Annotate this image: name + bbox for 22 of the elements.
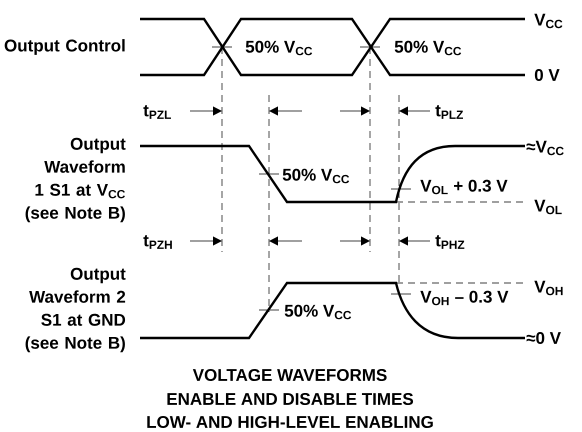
signal-label: V$_{OH}$ – 0.3 V [420, 290, 508, 306]
signal-label: ≈0 V [526, 332, 561, 344]
waveform-name: Output Control [4, 39, 125, 55]
waveform-name: Output Waveform 2 S1 at GND (see Note B) [26, 268, 126, 352]
signal-label: V$_{CC}$ [534, 14, 562, 28]
caption: VOLTAGE WAVEFORMS [192, 368, 387, 382]
signal-label: V$_{OL}$ [534, 200, 562, 214]
signal-label: 50% V$_{CC}$ [284, 304, 352, 320]
signal-label: t$_{PLZ}$ [435, 105, 463, 119]
caption: LOW- AND HIGH-LEVEL ENABLING [147, 416, 433, 428]
signal-label: t$_{PHZ}$ [435, 235, 464, 249]
signal-label: V$_{OL}$ + 0.3 V [420, 180, 508, 194]
signal-label: 50% V$_{CC}$ [394, 40, 462, 56]
signal-label: t$_{PZH}$ [143, 235, 172, 249]
caption: ENABLE AND DISABLE TIMES [167, 392, 414, 406]
signal-label: 50% V$_{CC}$ [246, 40, 312, 56]
signal-label: 0 V [534, 68, 560, 82]
signal-label: 50% V$_{CC}$ [282, 168, 350, 184]
signal-label: t$_{PZL}$ [143, 105, 171, 119]
signal-label: ≈V$_{CC}$ [526, 140, 564, 156]
waveform-name: Output Waveform 1 S1 at V$_{CC}$ (see Note B) [26, 138, 126, 222]
signal-label: V$_{OH}$ [534, 280, 563, 296]
